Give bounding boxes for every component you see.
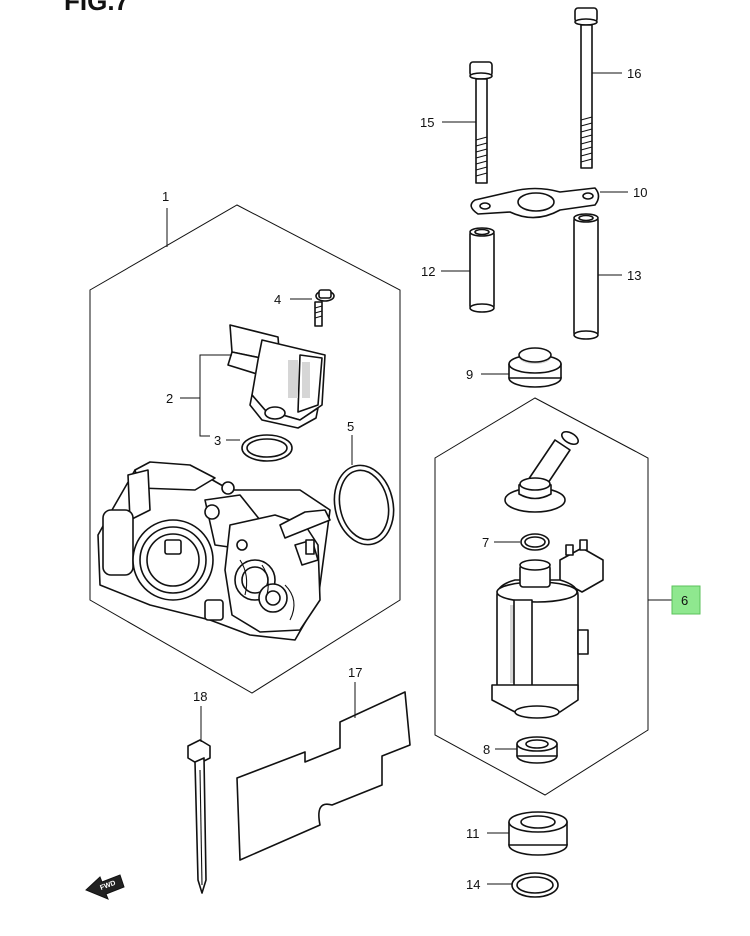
part-oring-3[interactable] [241, 434, 293, 462]
callout-12[interactable]: 12 [421, 264, 435, 279]
callout-5[interactable]: 5 [347, 419, 354, 434]
part-bracket-10[interactable] [470, 187, 600, 219]
part-fuel-pump-body[interactable] [491, 539, 604, 719]
callout-18[interactable]: 18 [193, 689, 207, 704]
part-spacer-12[interactable] [469, 227, 495, 313]
group-outline-1 [89, 204, 401, 694]
part-spacer-13[interactable] [573, 213, 599, 340]
part-screw-4[interactable] [314, 289, 335, 327]
fwd-arrow-icon: FWD [85, 874, 125, 900]
callout-3[interactable]: 3 [214, 433, 221, 448]
callout-11[interactable]: 11 [466, 826, 480, 841]
part-bushing-11[interactable] [508, 811, 568, 856]
callout-10[interactable]: 10 [633, 185, 647, 200]
part-bolt-16[interactable] [574, 7, 598, 169]
callout-6[interactable]: 6 [681, 593, 688, 608]
callout-16[interactable]: 16 [627, 66, 641, 81]
callout-9[interactable]: 9 [466, 367, 473, 382]
part-oring-5[interactable] [327, 460, 400, 550]
part-pump-outlet[interactable] [504, 429, 580, 513]
group-outline-6 [434, 397, 649, 796]
callout-7[interactable]: 7 [482, 535, 489, 550]
part-oring-14[interactable] [511, 872, 559, 898]
part-bolt-15[interactable] [469, 61, 493, 184]
part-sensor-2[interactable] [227, 324, 326, 429]
callout-4[interactable]: 4 [274, 292, 281, 307]
part-collar-8[interactable] [516, 736, 558, 764]
callout-13[interactable]: 13 [627, 268, 641, 283]
part-tie-18[interactable] [187, 739, 211, 894]
page-title: FIG.7 [64, 0, 130, 16]
callout-17[interactable]: 17 [348, 665, 362, 680]
callout-2[interactable]: 2 [166, 391, 173, 406]
callout-6-highlight[interactable] [671, 585, 701, 615]
part-throttle-body[interactable] [97, 461, 331, 641]
part-grommet-9[interactable] [508, 347, 562, 388]
part-oring-7[interactable] [520, 533, 550, 551]
part-pad-17[interactable] [236, 691, 411, 861]
callout-8[interactable]: 8 [483, 742, 490, 757]
callout-1[interactable]: 1 [162, 189, 169, 204]
callout-14[interactable]: 14 [466, 877, 480, 892]
callout-15[interactable]: 15 [420, 115, 434, 130]
